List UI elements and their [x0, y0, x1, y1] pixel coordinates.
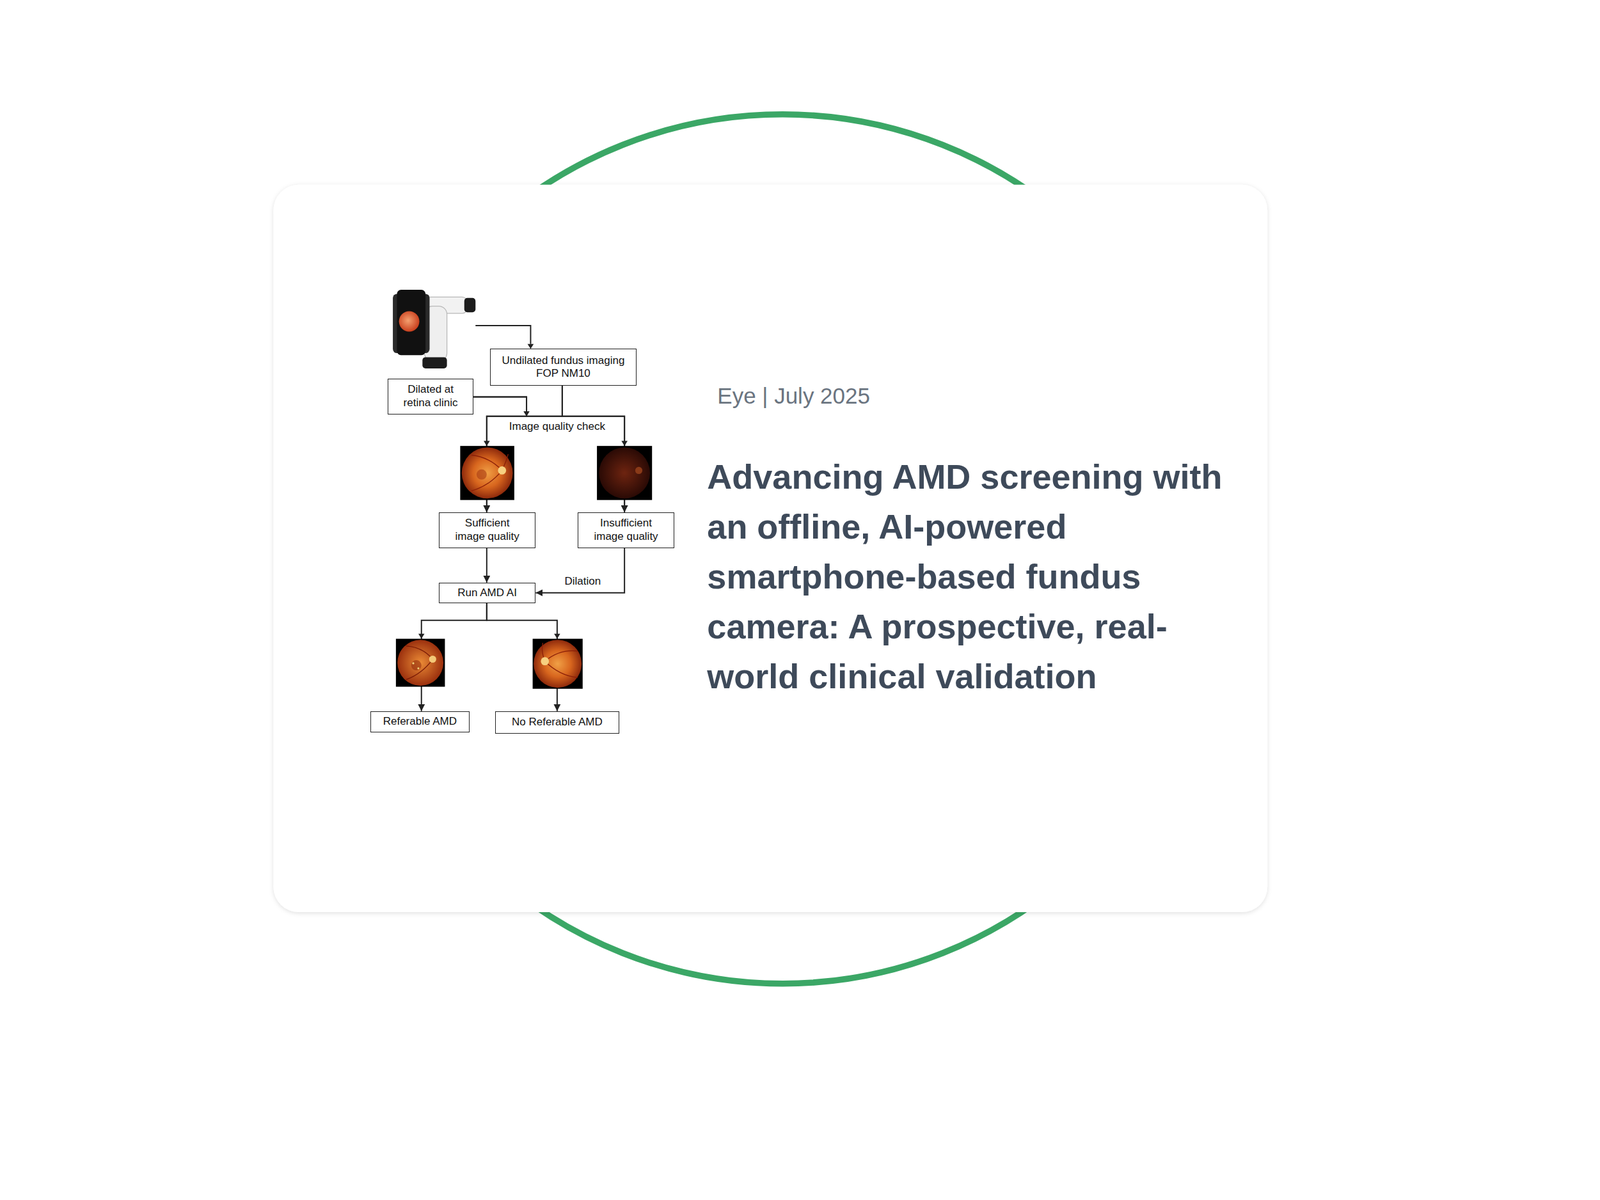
image-frame	[459, 445, 515, 501]
process-box: Run AMD AI	[438, 582, 537, 604]
journal-date: Eye | July 2025	[717, 382, 871, 410]
box-text: Sufficient image quality	[444, 516, 531, 544]
optic-disc	[429, 655, 437, 663]
image-frame	[396, 639, 446, 688]
device-arrow	[475, 325, 531, 345]
process-box: Insufficient image quality	[577, 512, 675, 549]
box-text: No Referable AMD	[511, 715, 603, 729]
image-frame	[532, 639, 583, 690]
box-text: Dilated at retina clinic	[393, 383, 468, 410]
process-box: Undilated fundus imaging FOP NM10	[490, 348, 638, 386]
box-text: Run AMD AI	[457, 586, 517, 600]
retina	[397, 639, 444, 686]
edge-label: Dilation	[562, 573, 603, 588]
phone-screen-image	[399, 311, 420, 333]
arrowhead	[527, 344, 535, 350]
smartphone	[396, 289, 426, 356]
drusen	[417, 667, 420, 670]
process-box: Referable AMD	[370, 711, 470, 733]
optic-disc	[635, 467, 643, 475]
article-title: Advancing AMD screening with an offline,…	[706, 451, 1245, 702]
device-base	[422, 356, 447, 369]
process-box: No Referable AMD	[495, 711, 620, 734]
flow-arrow	[421, 603, 487, 712]
box-text: Insufficient image quality	[583, 516, 670, 544]
vessels	[471, 454, 508, 491]
fundus-image-dark	[596, 445, 652, 501]
card	[273, 184, 1268, 913]
fundus-camera-device	[392, 289, 476, 369]
arrowhead	[523, 411, 530, 417]
step-label: Image quality check	[507, 419, 608, 434]
box-text: Referable AMD	[383, 715, 457, 729]
fundus-image	[532, 639, 583, 690]
fundus-image	[396, 639, 446, 688]
drusen	[411, 662, 414, 665]
optic-disc	[497, 466, 507, 475]
macula	[476, 469, 487, 480]
retina	[598, 447, 650, 500]
arrowhead	[621, 440, 628, 446]
fundus-image	[459, 445, 515, 501]
flow-arrow	[535, 548, 625, 594]
device-eyepiece	[464, 298, 476, 313]
arrowhead	[554, 633, 561, 640]
macula	[411, 660, 422, 671]
flow-arrow	[486, 548, 488, 583]
arrowhead	[418, 633, 425, 640]
vessels	[406, 646, 433, 681]
retina	[461, 447, 514, 500]
process-box: Dilated at retina clinic	[387, 378, 474, 415]
image-frame	[596, 445, 652, 501]
retina	[533, 639, 582, 688]
process-box: Sufficient image quality	[438, 512, 537, 549]
arrowhead	[483, 440, 491, 446]
optic-disc	[540, 657, 549, 666]
box-text: Undilated fundus imaging FOP NM10	[495, 354, 632, 381]
